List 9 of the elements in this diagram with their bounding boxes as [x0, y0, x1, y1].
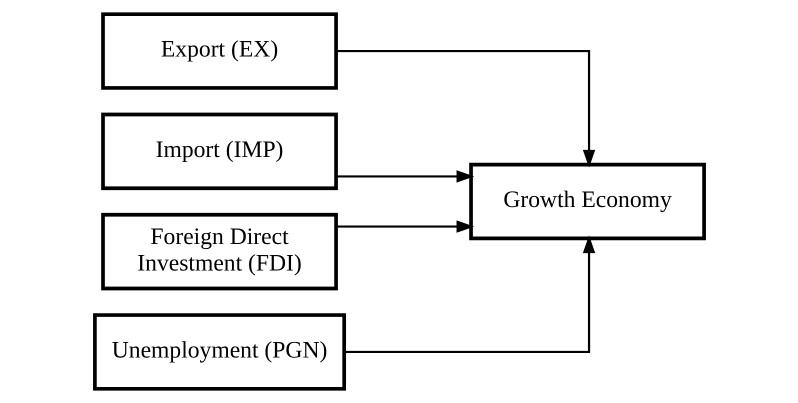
- node-box: Export (EX): [100, 12, 338, 90]
- node-box: Unemployment (PGN): [92, 313, 346, 391]
- arrow: [336, 170, 474, 183]
- arrow: [344, 235, 595, 354]
- node-box: Foreign Direct Investment (FDI): [100, 212, 338, 290]
- node-box: Import (IMP): [100, 112, 338, 190]
- arrow: [336, 220, 474, 233]
- node-box: Growth Economy: [468, 162, 706, 240]
- arrow: [336, 50, 595, 168]
